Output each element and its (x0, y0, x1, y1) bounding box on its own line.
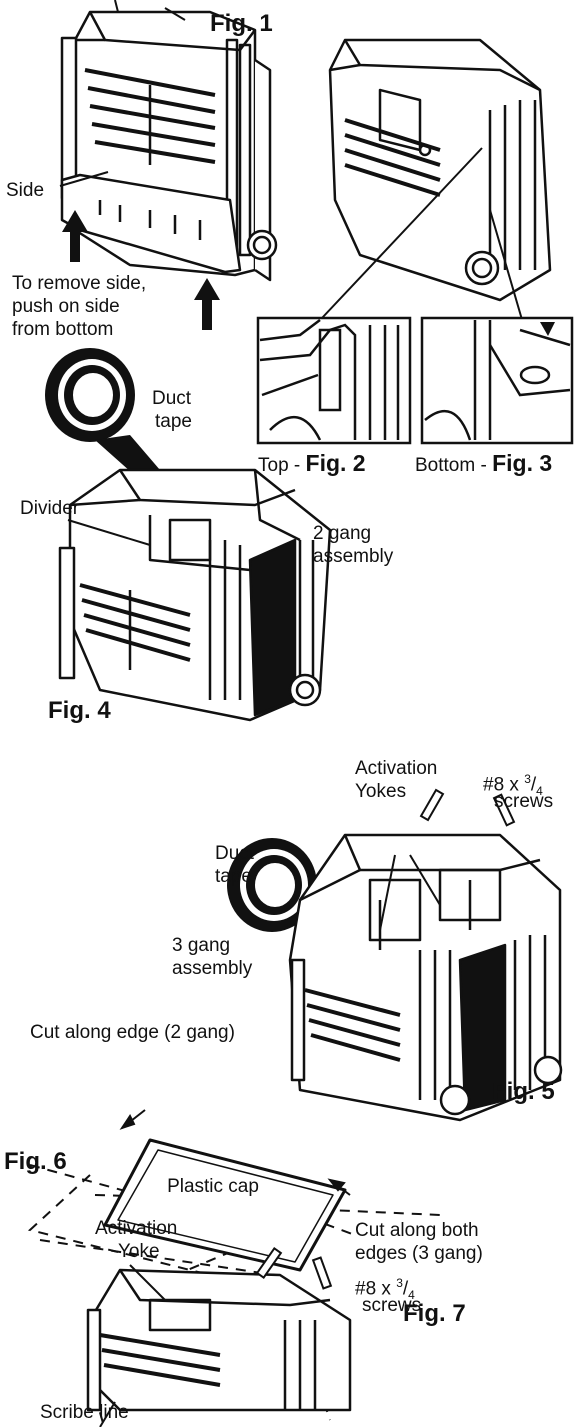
activation-yoke-line2: Yoke (118, 1241, 160, 1262)
fig2-prefix: Top - (258, 455, 306, 476)
three-gang-line2: assembly (172, 958, 253, 979)
fig3-caption: Bottom - Fig. 3 (415, 452, 552, 477)
fig5-title: Fig. 5 (492, 1078, 555, 1105)
cut-both-line2: edges (3 gang) (355, 1243, 483, 1264)
fig4-box-drawing (58, 468, 332, 722)
fig2-caption: Top - Fig. 2 (258, 452, 366, 477)
fig2-inset (256, 316, 412, 445)
three-gang-line1: 3 gang (172, 935, 231, 956)
fig3-inset (420, 316, 574, 445)
duct-tape-roll-1 (45, 348, 160, 480)
cut-arrows (119, 1109, 351, 1196)
scribe-line-label: Scribe line (40, 1402, 129, 1423)
fig2-title: Fig. 2 (305, 450, 366, 476)
duct-tape-1-line1: Duct (152, 388, 192, 409)
activation-yoke-line1: Activation (95, 1218, 178, 1239)
fig1-box-drawing (60, 0, 278, 282)
screws7-line2: screws (362, 1295, 422, 1316)
fig1-push-arrows (62, 210, 220, 330)
two-gang-line1: 2 gang (313, 523, 372, 544)
activation-yokes-line2: Yokes (355, 781, 407, 802)
plastic-cap-label: Plastic cap (167, 1176, 259, 1197)
screws5-prefix: #8 x (483, 774, 525, 796)
fig4-title: Fig. 4 (48, 697, 111, 724)
fig7-box-drawing (86, 1268, 352, 1412)
fig5-screws (419, 788, 516, 827)
fig3-title: Fig. 3 (492, 450, 553, 476)
duct-tape-2-line1: Duct (215, 843, 255, 864)
fig7-title: Fig. 7 (403, 1300, 466, 1327)
cut-2gang-label: Cut along edge (2 gang) (30, 1022, 235, 1043)
divider-label: Divider (20, 498, 80, 519)
fig7-screws (255, 1247, 333, 1290)
screws5-line2: screws (494, 791, 554, 812)
fig5-box-drawing (288, 833, 563, 1122)
fig6-title: Fig. 6 (4, 1148, 67, 1175)
fig2-3-box-drawing (328, 38, 552, 302)
cut-both-line1: Cut along both (355, 1220, 479, 1241)
plastic-cap-drawing (103, 1138, 347, 1272)
two-gang-line2: assembly (313, 546, 394, 567)
fig3-prefix: Bottom - (415, 455, 493, 476)
fig1-title: Fig. 1 (210, 10, 273, 37)
screws5-denominator: 4 (536, 784, 543, 799)
duct-tape-1-line2: tape (155, 411, 192, 432)
screws7-denominator: 4 (408, 1288, 415, 1303)
remove-side-line2: push on side (12, 296, 120, 317)
activation-yokes-line1: Activation (355, 758, 438, 779)
remove-side-line3: from bottom (12, 319, 114, 340)
screws7-numerator: 3 (396, 1276, 403, 1290)
screws7-prefix: #8 x (355, 1278, 397, 1300)
screws5-line1: #8 x 3/4 (483, 772, 543, 799)
side-label: Side (6, 180, 45, 201)
remove-side-line1: To remove side, (12, 273, 147, 294)
duct-tape-2-line2: tape (215, 866, 252, 887)
screws5-numerator: 3 (524, 772, 531, 786)
screws7-line1: #8 x 3/4 (355, 1276, 415, 1303)
